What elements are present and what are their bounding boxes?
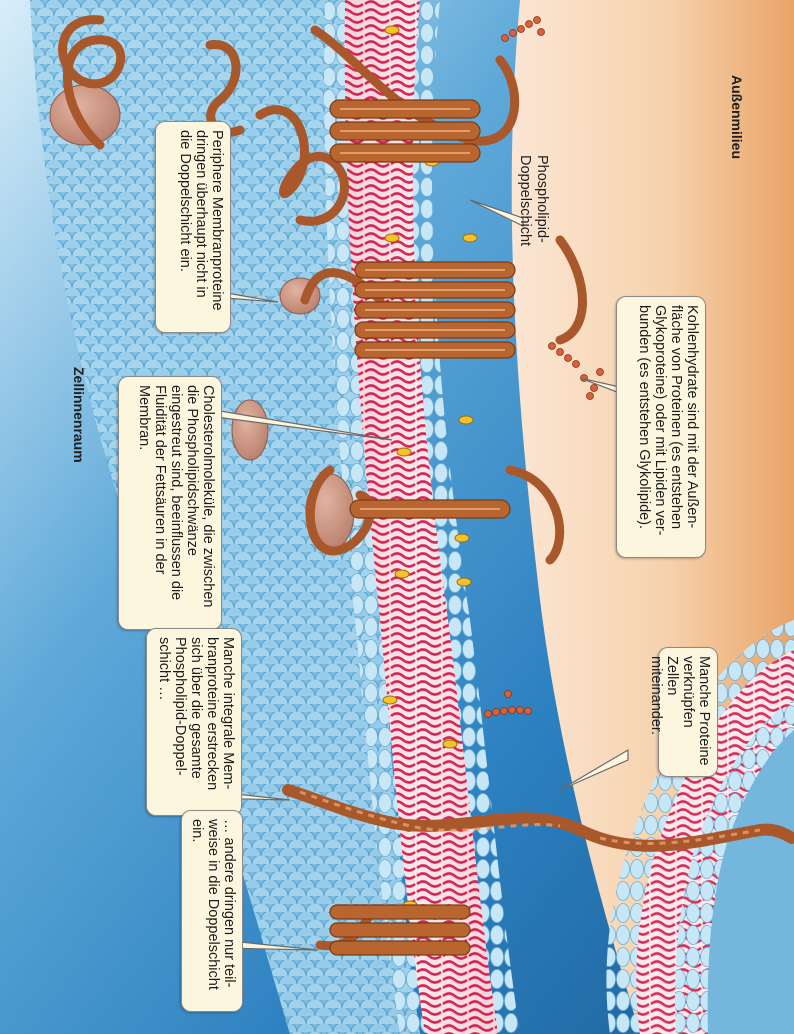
integral-partial-callout: … andere dringen nur teil- weise in die … xyxy=(181,810,243,1012)
linking-proteins-callout: Manche Proteine verknüpfen Zellen mitein… xyxy=(658,647,718,777)
carbohydrates-callout: Kohlenhydrate sind mit der Außen- fläche… xyxy=(616,296,706,558)
integral-span-callout: Manche integrale Mem- branproteine erstr… xyxy=(146,628,242,816)
cholesterol-callout: Cholesterolmoleküle, die zwischen die Ph… xyxy=(118,376,222,630)
bilayer-label: Phospholipid- Doppelschicht xyxy=(510,155,550,255)
peripheral-proteins-callout: Periphere Membranproteine dringen überha… xyxy=(155,121,231,333)
outside-region-label: Außenmilieu xyxy=(725,75,745,175)
inside-region-label: Zellinnenraum xyxy=(67,367,87,477)
